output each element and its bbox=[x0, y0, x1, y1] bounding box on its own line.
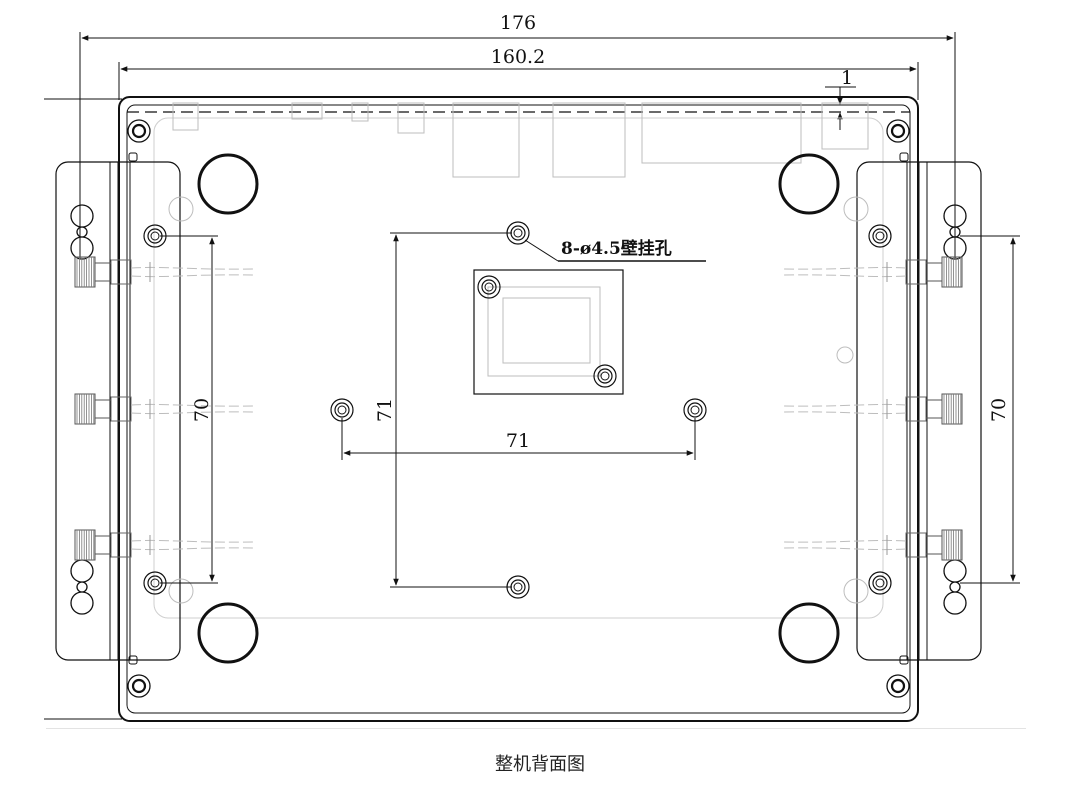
corner-screws bbox=[127, 119, 910, 698]
dimension-body-width: 160.2 bbox=[118, 46, 919, 100]
left-mounting-bracket bbox=[55, 161, 181, 661]
right-mounting-bracket bbox=[856, 161, 982, 661]
mounting-holes bbox=[143, 221, 892, 599]
antenna-connector bbox=[781, 256, 963, 288]
antenna-connector bbox=[74, 393, 256, 425]
corner-screw bbox=[886, 119, 910, 143]
center-module-plate bbox=[473, 269, 624, 395]
rubber-feet bbox=[197, 153, 840, 664]
dimension-label-70-right: 70 bbox=[988, 398, 1010, 422]
antenna-connector bbox=[781, 393, 963, 425]
rubber-foot bbox=[778, 602, 840, 664]
antenna-connector bbox=[74, 256, 256, 288]
bracket-slot bbox=[128, 152, 138, 162]
mounting-hole bbox=[683, 398, 707, 422]
mounting-hole bbox=[477, 275, 501, 299]
rubber-foot bbox=[197, 153, 259, 215]
mounting-hole bbox=[593, 364, 617, 388]
dimension-label-176: 176 bbox=[500, 12, 536, 34]
keyhole-slot-icon bbox=[943, 559, 967, 615]
antenna-connector bbox=[781, 529, 963, 561]
mounting-hole bbox=[506, 221, 530, 245]
mounting-hole bbox=[143, 224, 167, 248]
enclosure-body bbox=[118, 96, 919, 722]
mounting-hole-callout: 8-ø4.5壁挂孔 bbox=[524, 238, 706, 262]
corner-screw bbox=[886, 674, 910, 698]
divider bbox=[46, 728, 1026, 729]
antenna-connectors bbox=[74, 256, 963, 561]
dimension-label-71-horizontal: 71 bbox=[506, 430, 530, 452]
keyhole-slot-icon bbox=[943, 204, 967, 260]
bracket-slot bbox=[899, 655, 909, 665]
keyhole-slot-icon bbox=[70, 559, 94, 615]
dimension-vesa-horizontal: 71 bbox=[341, 418, 696, 460]
rubber-foot bbox=[197, 602, 259, 664]
corner-screw bbox=[127, 674, 151, 698]
corner-screw bbox=[127, 119, 151, 143]
antenna-connector bbox=[74, 529, 256, 561]
mounting-hole bbox=[506, 575, 530, 599]
dimension-vesa-vertical: 71 bbox=[374, 232, 512, 588]
drawing-caption: 整机背面图 bbox=[495, 754, 585, 775]
callout-label: 8-ø4.5壁挂孔 bbox=[561, 238, 672, 259]
dimension-lid-offset: 1 bbox=[825, 67, 856, 130]
bracket-slot bbox=[128, 655, 138, 665]
dimension-overall-width: 176 bbox=[79, 12, 956, 258]
mounting-hole bbox=[143, 571, 167, 595]
dimension-left-bracket-spacing: 70 bbox=[160, 235, 218, 584]
bracket-slot bbox=[899, 152, 909, 162]
io-connectors-outline bbox=[172, 102, 869, 178]
dimension-label-1: 1 bbox=[841, 67, 853, 89]
dimension-right-bracket-spacing: 70 bbox=[960, 235, 1020, 584]
dimension-label-70-left: 70 bbox=[191, 398, 213, 422]
mounting-hole bbox=[330, 398, 354, 422]
mounting-hole bbox=[868, 224, 892, 248]
rubber-foot bbox=[778, 153, 840, 215]
dimension-label-71-vertical: 71 bbox=[374, 398, 396, 422]
dimension-label-160-2: 160.2 bbox=[491, 46, 545, 68]
keyhole-slot-icon bbox=[70, 204, 94, 260]
mounting-hole bbox=[868, 571, 892, 595]
